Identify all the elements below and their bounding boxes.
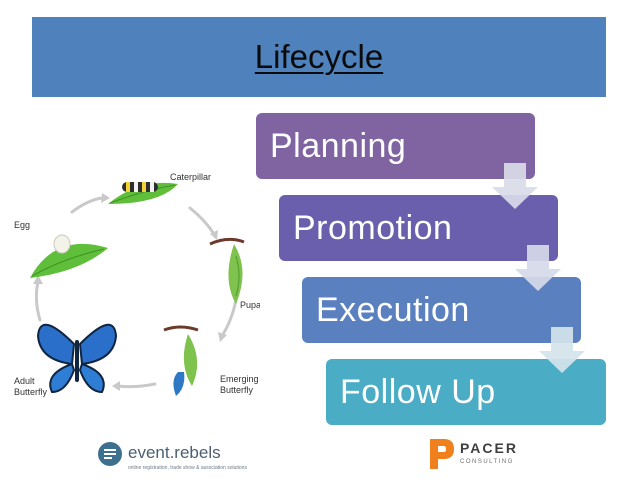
step-promotion: Promotion xyxy=(279,195,558,261)
label-emerging-2: Butterfly xyxy=(220,385,254,395)
slide-title: Lifecycle xyxy=(254,38,384,75)
label-pupa: Pupa xyxy=(240,300,260,310)
event-rebels-tagline: online registration, trade show & associ… xyxy=(128,465,247,471)
emerging-butterfly-icon xyxy=(163,325,199,396)
step-label: Follow Up xyxy=(340,372,496,411)
label-egg: Egg xyxy=(14,220,30,230)
step-label: Promotion xyxy=(293,208,453,247)
pupa-icon xyxy=(209,237,245,304)
step-label: Planning xyxy=(270,126,407,165)
event-rebels-name: event.rebels xyxy=(128,443,221,462)
step-label: Execution xyxy=(316,290,470,329)
pacer-sub: CONSULTING xyxy=(460,459,514,465)
step-execution: Execution xyxy=(302,277,581,343)
egg-leaf-icon xyxy=(30,234,108,278)
label-adult-2: Butterfly xyxy=(14,387,48,397)
event-rebels-logo: event.rebels online registration, trade … xyxy=(96,438,256,474)
pacer-name: PACER xyxy=(460,440,518,456)
down-arrow-icon xyxy=(515,245,561,291)
adult-butterfly-icon xyxy=(36,323,118,394)
label-adult: Adult xyxy=(14,376,35,386)
label-caterpillar: Caterpillar xyxy=(170,172,211,182)
title-band: Lifecycle xyxy=(32,17,606,97)
butterfly-lifecycle-illustration: Egg Caterpillar Pupa Emerging Butterfly xyxy=(14,172,260,397)
down-arrow-icon xyxy=(492,163,538,209)
label-emerging: Emerging xyxy=(220,374,259,384)
step-planning: Planning xyxy=(256,113,535,179)
down-arrow-icon xyxy=(539,327,585,373)
pacer-consulting-logo: PACER CONSULTING xyxy=(428,437,528,471)
caterpillar-leaf-icon xyxy=(108,182,178,204)
